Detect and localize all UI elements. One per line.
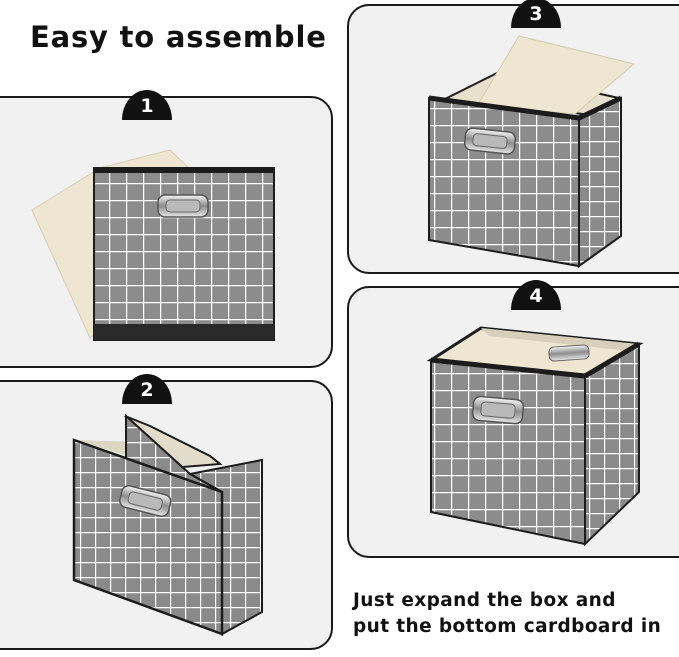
step-4-badge: 4: [511, 280, 561, 310]
metal-handle-icon: [548, 344, 590, 362]
caption-line-2: put the bottom cardboard in: [353, 616, 662, 637]
metal-handle-icon: [471, 395, 525, 425]
step-2-panel: [0, 380, 333, 650]
inserting-cardboard-illustration: [428, 35, 636, 268]
folded-box-illustration: [31, 149, 275, 341]
step-1-badge: 1: [122, 90, 172, 120]
metal-handle-icon: [157, 194, 209, 218]
caption-line-1: Just expand the box and: [353, 590, 616, 611]
step-3-panel: [347, 4, 679, 274]
step-4-panel: [347, 286, 679, 558]
metal-handle-icon: [119, 485, 172, 518]
page-title: Easy to assemble: [30, 20, 327, 54]
instruction-caption: Just expand the box and put the bottom c…: [353, 588, 661, 640]
metal-handle-icon: [463, 127, 517, 155]
step-3-badge: 3: [511, 0, 561, 28]
unfolding-box-illustration: [72, 413, 263, 636]
step-2-badge: 2: [122, 374, 172, 404]
assembled-box-illustration: [426, 326, 644, 547]
step-1-panel: [0, 96, 333, 368]
